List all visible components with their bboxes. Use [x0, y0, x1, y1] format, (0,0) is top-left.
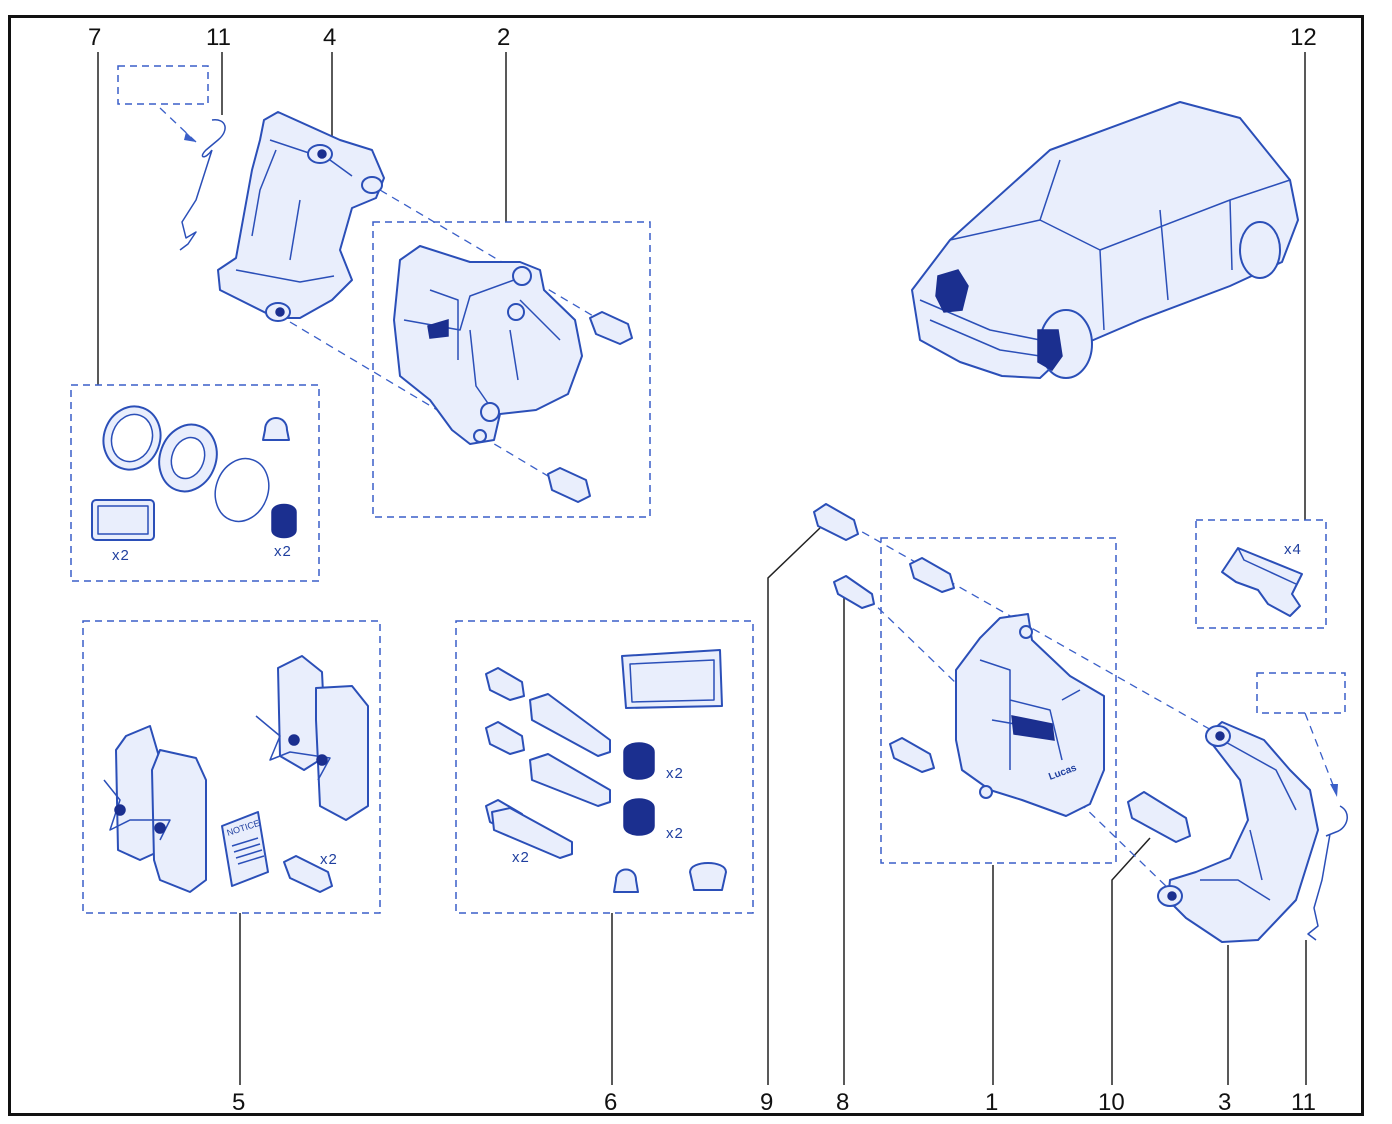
- seal-kit-7: x2 x2: [91, 405, 297, 564]
- vehicle-illustration: [911, 101, 1299, 379]
- diagram-frame: [8, 15, 1364, 1116]
- callout-11-top: 11: [206, 24, 231, 51]
- callout-4: 4: [323, 24, 336, 51]
- group-boxes: [70, 65, 1346, 914]
- callout-5: 5: [232, 1089, 245, 1116]
- caliper-assembly-2: [393, 245, 633, 503]
- seal-kit-box-7: [70, 384, 320, 582]
- qty-clip: x4: [1284, 541, 1302, 558]
- clip-box-12: [1195, 519, 1327, 629]
- guide-kit-6: x2 x2 x2: [485, 649, 727, 893]
- callout-2: 2: [497, 24, 510, 51]
- callouts-top: 7 11 4 2 12: [88, 24, 1317, 51]
- callout-8: 8: [836, 1089, 849, 1116]
- abutment-clip-12: x4: [1221, 541, 1303, 617]
- bolt-8: [833, 575, 875, 609]
- bolt-9: [813, 503, 859, 541]
- bolts-8-9: [813, 503, 955, 773]
- bolt-10: [1127, 791, 1191, 843]
- callout-10: 10: [1098, 1089, 1125, 1116]
- qty-pad-bolt: x2: [320, 851, 338, 868]
- leader-lines: [97, 52, 1307, 1085]
- callout-7: 7: [88, 24, 101, 51]
- caliper-box-2: [372, 221, 651, 518]
- callout-9: 9: [760, 1089, 773, 1116]
- caliper-assembly-1: Lucas: [955, 613, 1105, 817]
- qty-pin: x2: [512, 849, 530, 866]
- caliper-bracket-3: [1157, 721, 1319, 943]
- callout-3: 3: [1218, 1089, 1231, 1116]
- qty-boot-b: x2: [666, 825, 684, 842]
- spring-ref-box-bottom: [1256, 672, 1346, 714]
- pad-kit-box-5: [82, 620, 381, 914]
- callout-12: 12: [1290, 24, 1317, 51]
- retaining-spring-bottom: [1307, 805, 1348, 941]
- qty-boot-a: x2: [666, 765, 684, 782]
- qty-seal-pad: x2: [112, 547, 130, 564]
- callouts-bottom: 5 6 9 8 1 10 3 11: [232, 1089, 1316, 1116]
- spring-ref-box-top: [117, 65, 209, 105]
- pad-kit-5: NOTICE x2: [103, 655, 369, 893]
- caliper-box-1: [880, 537, 1117, 864]
- callout-1: 1: [985, 1089, 998, 1116]
- qty-seal-boot: x2: [274, 543, 292, 560]
- callout-11-bottom: 11: [1291, 1089, 1316, 1116]
- caliper-bracket-4: [217, 111, 385, 322]
- guide-kit-box-6: [455, 620, 754, 914]
- callout-6: 6: [604, 1089, 617, 1116]
- retaining-spring-top: [179, 119, 226, 251]
